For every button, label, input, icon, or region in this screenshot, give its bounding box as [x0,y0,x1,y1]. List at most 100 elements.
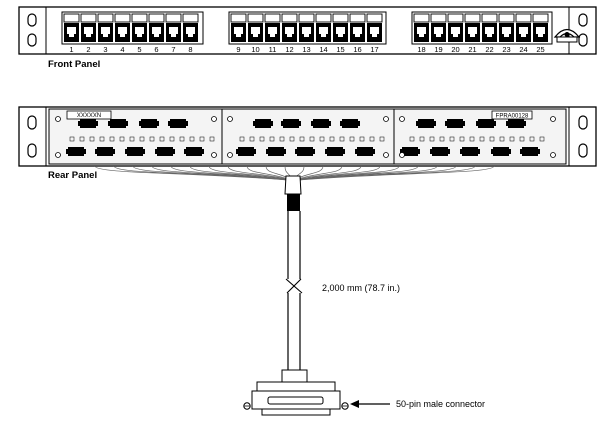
punchdown-block [340,119,360,128]
rj45-port [247,13,264,42]
fan-wire [227,165,292,181]
punchdown-block [78,119,98,128]
screw-icon [55,152,61,158]
mounting-slot [27,33,37,47]
punchdown-block [430,147,450,156]
front-port-group-9-17 [228,11,387,45]
fan-wire [296,165,400,181]
punchdown-block [460,147,480,156]
port-number: 4 [120,45,124,54]
rj45-port [97,13,114,42]
punchdown-block [266,147,286,156]
screw-icon [550,152,556,158]
punchdown-block [125,147,145,156]
rj45-port [281,13,298,42]
rj45-port [413,13,430,42]
rj45-port [349,13,366,42]
connector-shell-top [256,381,336,392]
rj45-port [298,13,315,42]
screw-icon [211,116,217,122]
rj45-port [165,13,182,42]
rj45-port [532,13,549,42]
port-number: 19 [434,45,442,54]
punchdown-block [281,119,301,128]
port-number: 5 [137,45,141,54]
port-number: 2 [86,45,90,54]
svg-text:NXXXXX: NXXXXX [77,111,101,117]
port-number: 8 [188,45,192,54]
punchdown-block [295,147,315,156]
fan-wire [294,165,362,181]
front-panel-label: Front Panel [48,59,100,70]
punchdown-block [355,147,375,156]
port-number: 22 [485,45,493,54]
punchdown-block [184,147,204,156]
screw-icon [211,152,217,158]
port-number: 1 [69,45,73,54]
cable: 2,000 mm (78.7 in.) [284,175,400,370]
arrowhead-icon [350,400,359,408]
punchdown-block [236,147,256,156]
fan-wire [295,165,381,181]
rj45-port [264,13,281,42]
punchdown-block [491,147,511,156]
connector-shell-bottom [261,408,331,416]
punchdown-block [139,119,159,128]
port-number: 24 [519,45,527,54]
port-number: 6 [154,45,158,54]
rj45-port [447,13,464,42]
port-number: 18 [417,45,425,54]
connector-label: 50-pin male connector [396,399,485,409]
cable-boot-top [284,175,302,195]
connector-50-pin: 50-pin male connector [243,369,485,416]
port-number: 17 [370,45,378,54]
punchdown-block [520,147,540,156]
mounting-slot [578,13,588,27]
rj45-port [430,13,447,42]
port-number: 20 [451,45,459,54]
screw-icon [399,116,405,122]
rj45-port [148,13,165,42]
rj45-port [481,13,498,42]
port-number: 16 [353,45,361,54]
rj45-port [464,13,481,42]
port-number: 11 [269,45,277,54]
rj45-port [332,13,349,42]
connector-pin-field [267,396,324,405]
rj45-port [230,13,247,42]
fan-wire [189,165,290,181]
port-number: 23 [502,45,510,54]
rj45-port [80,13,97,42]
port-number: 25 [536,45,544,54]
port-number: 15 [336,45,344,54]
punchdown-block [168,119,188,128]
punchdown-block [253,119,273,128]
screw-icon [227,116,233,122]
punchdown-block [416,119,436,128]
connector-hood [281,369,308,383]
front-ports [63,13,549,42]
port-number: 3 [103,45,107,54]
rear-punchdown-blocks [66,119,545,156]
punchdown-block [445,119,465,128]
screw-icon [383,152,389,158]
rj45-port [515,13,532,42]
screw-icon [383,116,389,122]
phone-icon [553,28,581,43]
port-number: 13 [302,45,310,54]
cable-break-mark [293,278,303,294]
fan-wire [298,165,495,181]
port-number: 10 [251,45,259,54]
mounting-slot [27,13,37,27]
punchdown-block [95,147,115,156]
punchdown-block [506,119,526,128]
mounting-slot [578,115,588,130]
screw-icon [227,152,233,158]
punchdown-block [476,119,496,128]
port-number: 12 [285,45,293,54]
rear-panel: NXXXXX FPRA00128 Rear Panel [18,106,597,181]
rear-part-label-right: FPRA00128 [491,110,533,120]
rj45-port [63,13,80,42]
